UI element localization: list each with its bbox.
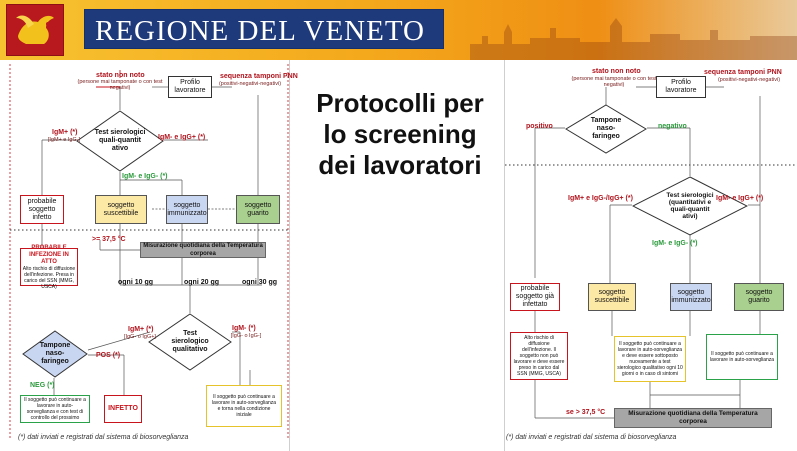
left-test-label: Test sierologici quali-quantit ativo (94, 129, 146, 152)
slide-headline: Protocolli per lo screening dei lavorato… (300, 88, 500, 181)
left-test-diamond: Test sierologici quali-quantit ativo (76, 110, 164, 172)
left-suscettibile-box: soggetto suscettibile (95, 195, 147, 224)
left-igm-pos-note: [IgM+ e IgG-] (47, 137, 81, 143)
left-immunizzato-box: soggetto immunizzato (166, 195, 208, 224)
left-stato-non-noto: stato non noto (96, 72, 145, 79)
right-stato-note: (persone mai tamponate o con test negati… (571, 76, 657, 88)
right-sequenza-label: sequenza tamponi PNN (704, 69, 782, 76)
left-sequenza-label: sequenza tamponi PNN (220, 73, 298, 80)
left-igm-igg-pos-label: IgM- e IgG+ (*) (158, 134, 206, 141)
left-suscettibile-label: soggetto suscettibile (103, 201, 139, 217)
right-temp-cond: se > 37,5 °C (566, 409, 606, 416)
headline-line-2: lo screening (323, 119, 477, 149)
left-pos-label: POS (*) (96, 352, 121, 359)
left-stato-note: (persone mai tamponate o con test negati… (77, 79, 163, 91)
right-box-infetto: Alto rischio di diffusione dell'infezion… (510, 332, 568, 380)
right-tampone-diamond: Tampone naso-faringeo (565, 104, 647, 154)
city-skyline-decoration (470, 18, 797, 60)
left-infezione-box: PROBABILE INFEZIONE IN ATTO Alto rischio… (20, 244, 78, 290)
right-test-label: Test sierologici (quantitativi e quali-q… (666, 192, 714, 220)
left-igm-pos-label: IgM+ (*) (52, 129, 78, 136)
left-igm-igg-neg-label: IgM- e IgG- (*) (122, 173, 168, 180)
right-positivo-label: positivo (526, 123, 553, 130)
left-immunizzato-label: soggetto immunizzato (167, 201, 207, 217)
right-igm-igg-neg-label: IgM- e IgG- (*) (652, 240, 698, 247)
right-probabile-box: probabile soggetto già infettato (510, 283, 560, 311)
left-probabile-box: probabile soggetto infetto (20, 195, 64, 224)
right-misurazione-label: Misurazione quotidiana della Temperatura… (628, 410, 758, 425)
left-misurazione-box: Misurazione quotidiana della Temperatura… (140, 242, 266, 258)
right-tampone-label: Tampone naso-faringeo (590, 117, 622, 140)
left-guarito-box: soggetto guarito (236, 195, 280, 224)
headline-line-1: Protocolli per (316, 88, 484, 118)
winged-lion-icon (16, 15, 54, 44)
left-igm-qual-neg-note: [IgG- o IgG-] (230, 333, 262, 339)
right-stato-non-noto: stato non noto (592, 68, 641, 75)
left-probabile-label: probabile soggetto infetto (27, 197, 57, 221)
right-suscettibile-box: soggetto suscettibile (588, 283, 636, 311)
right-suscettibile-label: soggetto suscettibile (594, 289, 630, 304)
right-sequenza-note: (positivi-negativi-negativi) (717, 77, 781, 83)
left-tampone-diamond: Tampone naso-faringeo (22, 330, 88, 378)
left-neg-box-text: Il soggetto può continuare a lavorare in… (24, 397, 86, 421)
right-profilo-box: Profilo lavoratore (656, 76, 706, 98)
left-tampone-label: Tampone naso-faringeo (39, 342, 71, 365)
right-misurazione-box: Misurazione quotidiana della Temperatura… (614, 408, 772, 428)
right-guarito-label: soggetto guarito (745, 289, 773, 304)
left-profilo-box: Profilo lavoratore (168, 76, 212, 98)
right-box-suscettibile: Il soggetto può continuare a lavorare in… (614, 336, 686, 382)
right-test-diamond: Test sierologici (quantitativi e quali-q… (632, 176, 748, 236)
right-box-guarito: Il soggetto può continuare a lavorare in… (706, 334, 778, 380)
left-guarito-label: soggetto guarito (244, 201, 272, 217)
right-box-infetto-text: Alto rischio di diffusione dell'infezion… (513, 335, 565, 377)
right-igm-pos-label: IgM+ e IgG-/IgG+ (*) (568, 195, 633, 202)
right-igm-igg-pos-label: IgM- e IgG+ (*) (716, 195, 764, 202)
right-footer-note: (*) dati inviati e registrati dal sistem… (506, 434, 677, 441)
right-guarito-box: soggetto guarito (734, 283, 784, 311)
left-infetto-label: INFETTO (108, 405, 138, 412)
left-test-qual-diamond: Test sierologico qualitativo (148, 313, 232, 371)
left-igm-qual-pos: IgM+ (*) (128, 326, 154, 333)
region-title: REGIONE DEL VENETO (95, 15, 425, 47)
right-profilo-label: Profilo lavoratore (665, 79, 697, 94)
left-panel-divider (289, 60, 290, 451)
left-infetto-box: INFETTO (104, 395, 142, 423)
right-box-guarito-text: Il soggetto può continuare a lavorare in… (709, 351, 775, 363)
left-continua-box: Il soggetto può continuare a lavorare in… (206, 385, 282, 427)
left-misurazione-label: Misurazione quotidiana della Temperatura… (143, 243, 263, 257)
left-igm-qual-neg: IgM- (*) (232, 325, 256, 332)
left-footer-note: (*) dati inviati e registrati dal sistem… (18, 434, 189, 441)
left-infezione-title: PROBABILE INFEZIONE IN ATTO (29, 244, 69, 265)
left-igm-qual-pos-note: [IgG- o IgG+] (124, 334, 156, 340)
right-probabile-label: probabile soggetto già infettato (515, 285, 555, 308)
headline-line-3: dei lavoratori (318, 150, 482, 180)
left-profilo-label: Profilo lavoratore (174, 79, 206, 94)
right-immunizzato-label: soggetto immunizzato (671, 289, 711, 304)
right-negativo-label: negativo (658, 123, 687, 130)
left-sequenza-note: (positivi-negativi-negativi) (218, 81, 282, 87)
header-banner: REGIONE DEL VENETO (0, 0, 797, 60)
right-immunizzato-box: soggetto immunizzato (670, 283, 712, 311)
right-panel-divider (504, 60, 505, 451)
left-ogni30: ogni 30 gg (242, 279, 277, 286)
left-ogni10: ogni 10 gg (118, 279, 153, 286)
region-flag (6, 4, 64, 56)
left-continua-text: Il soggetto può continuare a lavorare in… (211, 394, 277, 418)
left-test-qual-label: Test sierologico qualitativo (171, 330, 209, 353)
left-neg-label: NEG (*) (30, 382, 55, 389)
right-box-suscettibile-text: Il soggetto può continuare a lavorare in… (617, 341, 683, 377)
region-title-plate: REGIONE DEL VENETO (84, 9, 444, 49)
left-ogni20: ogni 20 gg (184, 279, 219, 286)
left-temp-cond: >= 37,5 °C (92, 236, 126, 243)
left-infezione-body: Alto rischio di diffusione dell'infezion… (22, 265, 76, 290)
left-neg-box: Il soggetto può continuare a lavorare in… (20, 395, 90, 423)
